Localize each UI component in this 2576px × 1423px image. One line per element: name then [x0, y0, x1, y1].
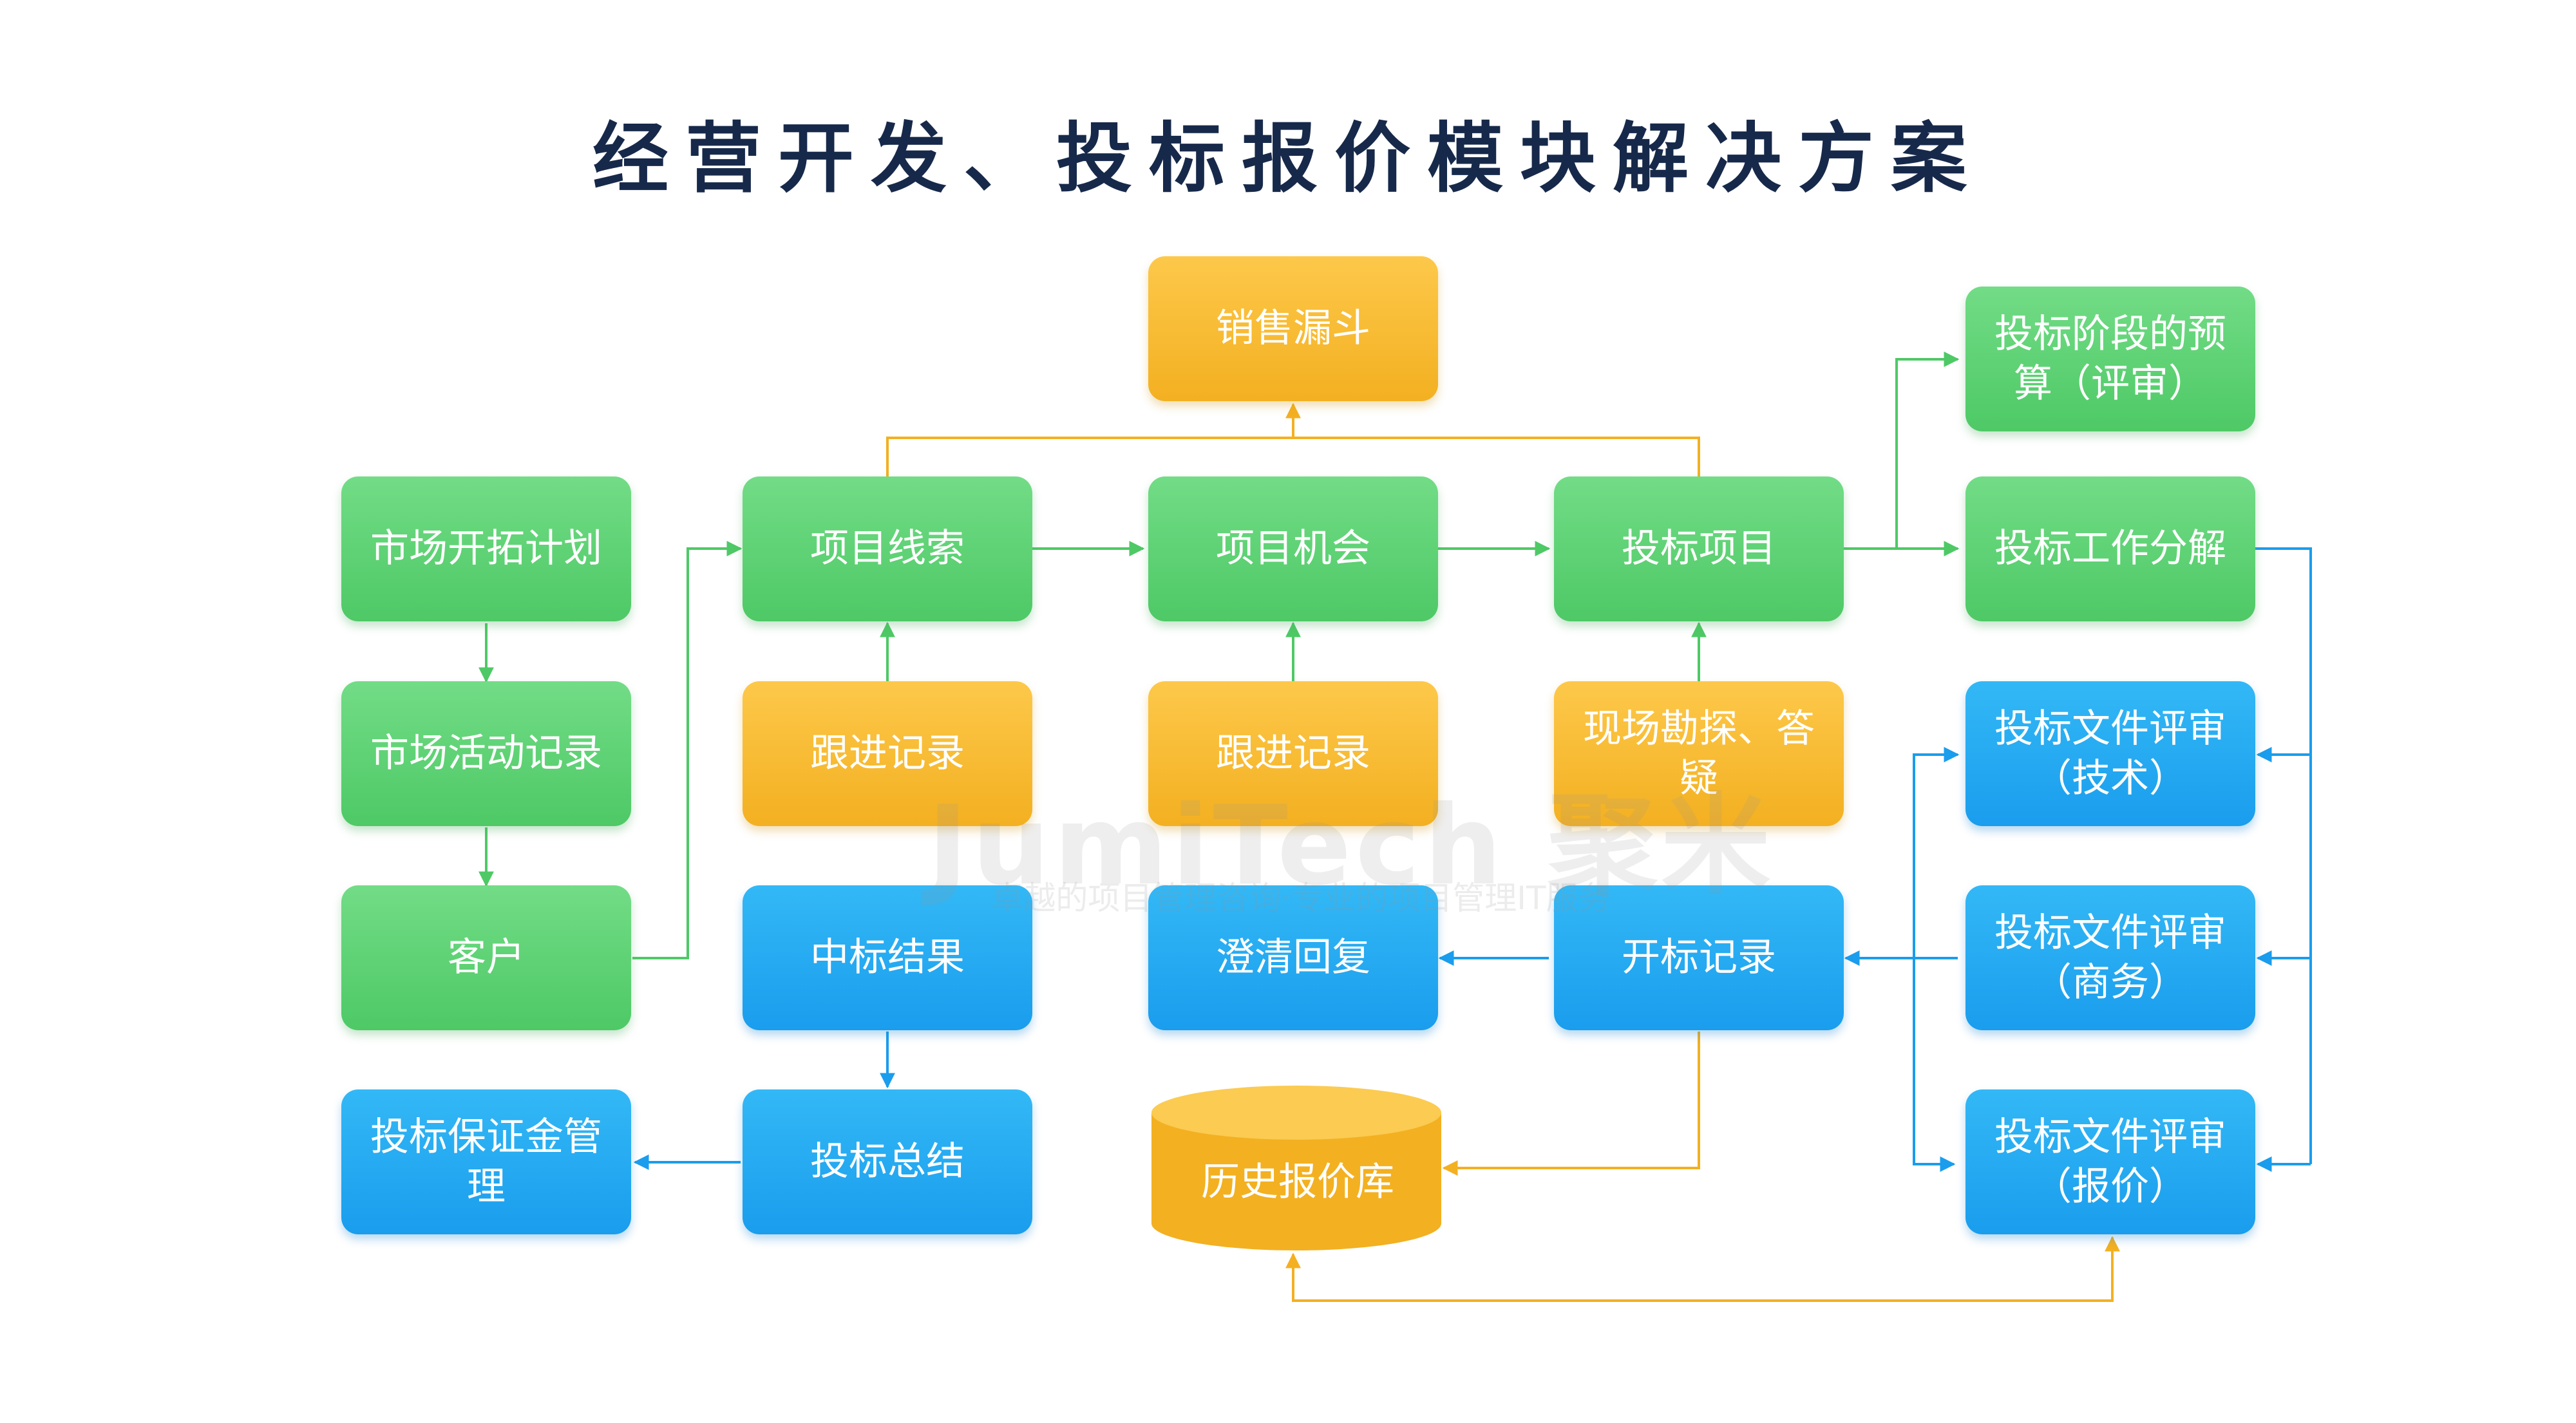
node-bid-summary[interactable]: 投标总结 — [743, 1089, 1032, 1234]
node-sales-funnel[interactable]: 销售漏斗 — [1148, 256, 1438, 401]
node-bid-opening[interactable]: 开标记录 — [1554, 885, 1844, 1030]
arrow-history-review-price — [1285, 1236, 2120, 1302]
node-site-survey[interactable]: 现场勘探、答疑 — [1554, 681, 1844, 826]
watermark-brand: JumiTech 聚米 — [927, 782, 1775, 910]
arrow-breakdown-to-reviews — [2255, 547, 2312, 1164]
node-customer[interactable]: 客户 — [341, 885, 631, 1030]
arrow-customer-to-lead — [632, 541, 743, 959]
node-history-quotes[interactable]: 历史报价库 — [1201, 1159, 1394, 1205]
node-review-price[interactable]: 投标文件评审（报价） — [1965, 1089, 2255, 1234]
node-review-tech[interactable]: 投标文件评审（技术） — [1965, 681, 2255, 826]
page-title: 经营开发、投标报价模块解决方案 — [592, 114, 1984, 203]
node-market-plan[interactable]: 市场开拓计划 — [341, 476, 631, 621]
node-clarification[interactable]: 澄清回复 — [1148, 885, 1438, 1030]
node-project-lead[interactable]: 项目线索 — [743, 476, 1032, 621]
node-bid-project[interactable]: 投标项目 — [1554, 476, 1844, 621]
arrow-to-sales-funnel — [886, 404, 1700, 476]
node-market-activity[interactable]: 市场活动记录 — [341, 681, 631, 826]
node-follow-up-lead[interactable]: 跟进记录 — [743, 681, 1032, 826]
node-budget-review[interactable]: 投标阶段的预算（评审） — [1965, 287, 2255, 431]
node-project-opportunity[interactable]: 项目机会 — [1148, 476, 1438, 621]
history-quotes-cylinder — [1151, 1086, 1441, 1250]
node-review-business[interactable]: 投标文件评审（商务） — [1965, 885, 2255, 1030]
node-bid-bond[interactable]: 投标保证金管理 — [341, 1089, 631, 1234]
arrow-opening-to-history — [1442, 1032, 1700, 1176]
arrow-bid-project-to-budget — [1895, 352, 1960, 549]
watermark-tagline: 卓越的项目管理咨询·专业的项目管理IT服务 — [991, 880, 1611, 917]
node-work-breakdown[interactable]: 投标工作分解 — [1965, 476, 2255, 621]
node-win-result[interactable]: 中标结果 — [743, 885, 1032, 1030]
node-follow-up-opportunity[interactable]: 跟进记录 — [1148, 681, 1438, 826]
